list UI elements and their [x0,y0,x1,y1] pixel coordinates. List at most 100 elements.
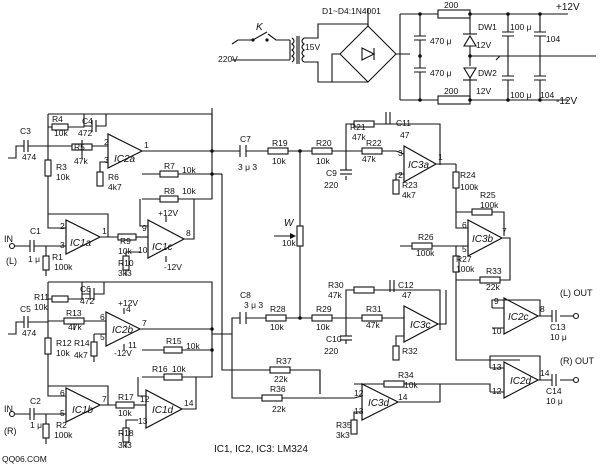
svg-text:C14: C14 [546,386,562,396]
svg-text:47k: 47k [366,320,380,330]
svg-text:10k: 10k [34,302,48,312]
svg-text:C12: C12 [398,280,414,290]
output-label-right: (R) OUT [560,356,594,366]
resistor-200-bottom [437,95,471,105]
bridge-rectifier [331,8,410,83]
right-channel-input: R11 10k C6 472 C5 474 R13 47k R12 10k R1… [4,281,214,450]
pot-w[interactable] [296,225,304,247]
svg-text:22k: 22k [274,374,288,384]
svg-text:4: 4 [126,304,131,314]
svg-text:11: 11 [128,340,137,350]
svg-text:12V: 12V [476,40,491,50]
svg-text:47k: 47k [74,156,88,166]
svg-text:474: 474 [22,328,36,338]
svg-text:C13: C13 [550,322,566,332]
svg-text:R28: R28 [270,304,286,314]
svg-text:-12V: -12V [114,348,132,358]
svg-text:C8: C8 [240,290,251,300]
svg-text:10k: 10k [182,165,196,175]
svg-text:C5: C5 [20,304,31,314]
middle-section: C7 3 μ 3 R19 10k R20 10k W 10k C8 3 μ 3 … [211,108,354,414]
svg-text:3: 3 [104,155,109,165]
svg-text:C4: C4 [82,116,93,126]
svg-text:2: 2 [60,221,65,231]
svg-text:14: 14 [540,368,550,378]
svg-text:104: 104 [540,90,554,100]
svg-text:R5: R5 [74,142,85,152]
svg-text:13: 13 [492,362,502,372]
svg-text:R24: R24 [460,170,476,180]
svg-text:R20: R20 [316,138,332,148]
svg-text:6: 6 [462,220,467,230]
output-jack-left[interactable] [572,312,580,320]
op-amp-ic1a [65,219,102,255]
svg-text:R34: R34 [398,370,414,380]
svg-text:1: 1 [144,140,149,150]
svg-text:47: 47 [402,290,412,300]
svg-text:W: W [284,218,295,229]
svg-text:104: 104 [546,34,560,44]
svg-text:R36: R36 [270,384,286,394]
svg-text:472: 472 [78,128,92,138]
svg-text:100k: 100k [54,262,73,272]
svg-text:10: 10 [138,245,148,255]
svg-text:R16: R16 [152,364,168,374]
svg-text:IC3c: IC3c [410,320,431,331]
mains-label: 220V [218,54,238,64]
svg-text:R8: R8 [164,186,175,196]
vneg-rail-label: -12V [556,96,577,107]
power-supply: K 220V D1~D4:1N4001 15V 200 200 [218,0,596,107]
svg-text:10k: 10k [182,186,196,196]
svg-text:R33: R33 [486,266,502,276]
svg-text:8: 8 [186,228,191,238]
svg-text:R11: R11 [34,292,49,302]
vpos-rail-label: +12V [556,2,580,13]
svg-text:R31: R31 [366,304,382,314]
svg-text:R25: R25 [480,190,496,200]
switch-k [252,31,268,41]
svg-text:R32: R32 [402,346,418,356]
svg-text:IC2a: IC2a [114,154,136,165]
output-jack-right[interactable] [572,376,580,384]
svg-text:7: 7 [142,318,147,328]
svg-text:R7: R7 [164,161,175,171]
svg-text:R29: R29 [316,304,332,314]
svg-text:R3: R3 [56,162,67,172]
input-label-left: IN [4,234,13,244]
transformer-secondary-label: 15V [305,42,320,52]
svg-text:R27: R27 [456,254,472,264]
op-amp-ic2a [107,133,144,169]
op-amp-ic1d [145,389,184,429]
svg-text:C7: C7 [240,134,251,144]
svg-text:1: 1 [102,226,107,236]
svg-text:10k: 10k [404,380,418,390]
svg-text:IC3a: IC3a [408,160,430,171]
svg-text:6: 6 [100,312,105,322]
svg-text:R26: R26 [418,232,434,242]
svg-text:4k7: 4k7 [74,350,88,360]
svg-text:22k: 22k [486,282,500,292]
svg-text:10k: 10k [270,322,284,332]
svg-text:C6: C6 [80,284,91,294]
svg-text:200: 200 [444,0,458,10]
svg-text:R21: R21 [350,122,366,132]
svg-text:4k7: 4k7 [402,190,416,200]
output-label-left: (L) OUT [560,288,593,298]
svg-text:IC2c: IC2c [508,312,529,323]
svg-text:DW2: DW2 [478,68,497,78]
svg-text:12: 12 [492,386,502,396]
input-channel-right: (R) [4,426,17,436]
svg-text:9: 9 [142,223,147,233]
svg-text:474: 474 [22,152,36,162]
op-amp-ic2b [105,311,142,347]
svg-text:R12: R12 [56,338,72,348]
resistor-200-top [437,9,471,19]
input-jack-left[interactable] [8,242,16,250]
svg-text:DW1: DW1 [478,22,497,32]
input-jack-right[interactable] [8,410,16,418]
svg-text:3 μ 3: 3 μ 3 [244,300,263,310]
zener-pair: DW1 12V DW2 12V [463,14,596,100]
svg-text:IC1a: IC1a [70,238,92,249]
op-amp-ic3c [403,305,440,343]
